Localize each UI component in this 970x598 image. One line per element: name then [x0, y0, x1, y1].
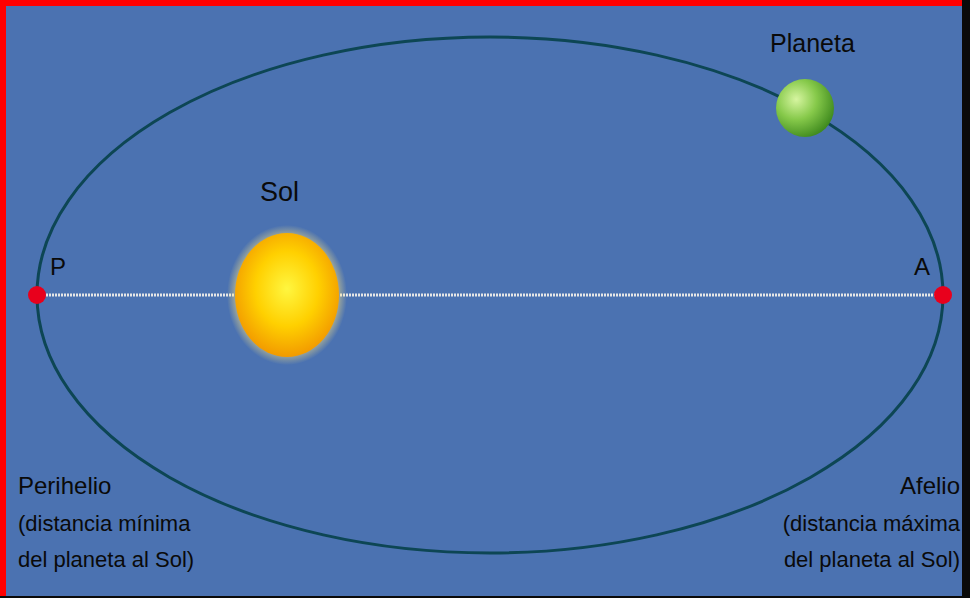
sun-label: Sol [260, 176, 299, 208]
major-axis [37, 294, 943, 297]
aphelion-title: Afelio [900, 472, 960, 501]
perihelion-dot [28, 286, 46, 304]
perihelion-title: Perihelio [18, 472, 111, 501]
planet-label: Planeta [770, 28, 855, 58]
sun [235, 233, 339, 357]
sun-glow [227, 225, 347, 365]
planet [776, 79, 834, 137]
aphelion-letter: A [914, 253, 930, 282]
perihelion-letter: P [50, 253, 66, 282]
orbit-ellipse [37, 37, 943, 553]
perihelion-note: (distancia mínima del planeta al Sol) [18, 506, 208, 578]
aphelion-note: (distancia máxima del planeta al Sol) [770, 506, 960, 578]
aphelion-dot [934, 286, 952, 304]
